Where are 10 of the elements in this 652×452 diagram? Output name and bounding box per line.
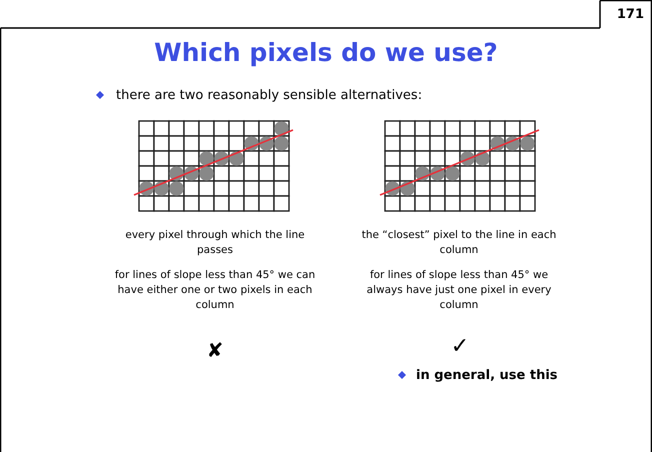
page-number: 171 <box>616 7 644 22</box>
caption: the “closest” pixel to the line in each column <box>360 228 558 258</box>
caption: for lines of slope less than 45° we always have just one pixel in every column <box>366 268 552 313</box>
bullet-text: there are two reasonably sensible alternatives: <box>116 88 422 103</box>
caption: every pixel through which the line passes <box>124 228 306 258</box>
check-mark: ✓ <box>450 334 470 359</box>
caption: for lines of slope less than 45° we can have either one or two pixels in each column <box>114 268 316 313</box>
slide-title: Which pixels do we use? <box>153 38 499 67</box>
cross-mark: ✘ <box>206 338 224 362</box>
bullet-text: in general, use this <box>416 368 558 383</box>
